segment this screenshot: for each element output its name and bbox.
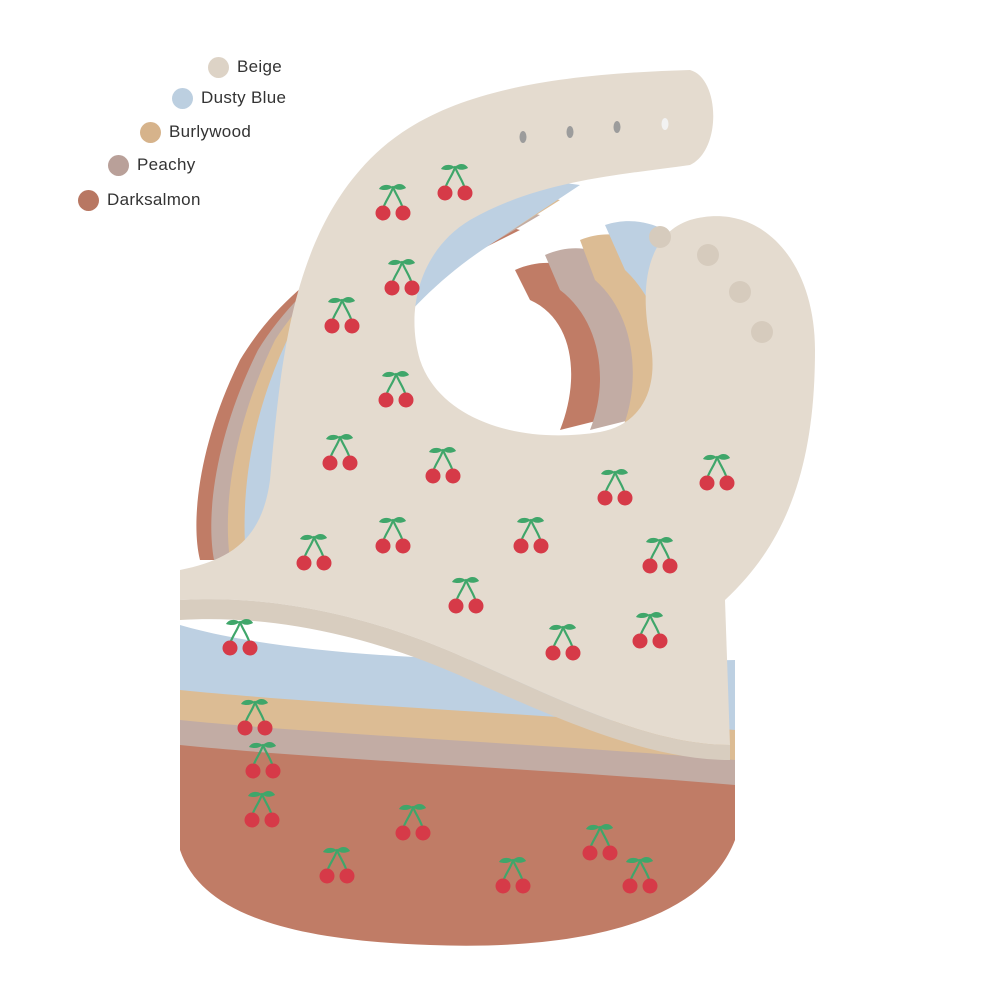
legend-item-dusty-blue: Dusty Blue (172, 86, 286, 110)
color-legend: Beige Dusty Blue Burlywood Peachy Darksa… (0, 0, 320, 230)
legend-item-peachy: Peachy (108, 153, 196, 177)
legend-item-beige: Beige (208, 55, 282, 79)
legend-item-darksalmon: Darksalmon (78, 188, 201, 212)
beige-swatch (208, 56, 229, 78)
burlywood-swatch (140, 121, 161, 143)
bib-front-beige (180, 70, 815, 760)
legend-label: Dusty Blue (201, 88, 287, 107)
darksalmon-swatch (78, 189, 99, 211)
legend-label: Peachy (137, 155, 196, 174)
legend-label: Darksalmon (107, 190, 201, 209)
legend-label: Beige (237, 57, 282, 76)
dusty-blue-swatch (172, 87, 193, 109)
legend-item-burlywood: Burlywood (140, 120, 251, 144)
peachy-swatch (108, 154, 129, 176)
legend-label: Burlywood (169, 122, 252, 141)
